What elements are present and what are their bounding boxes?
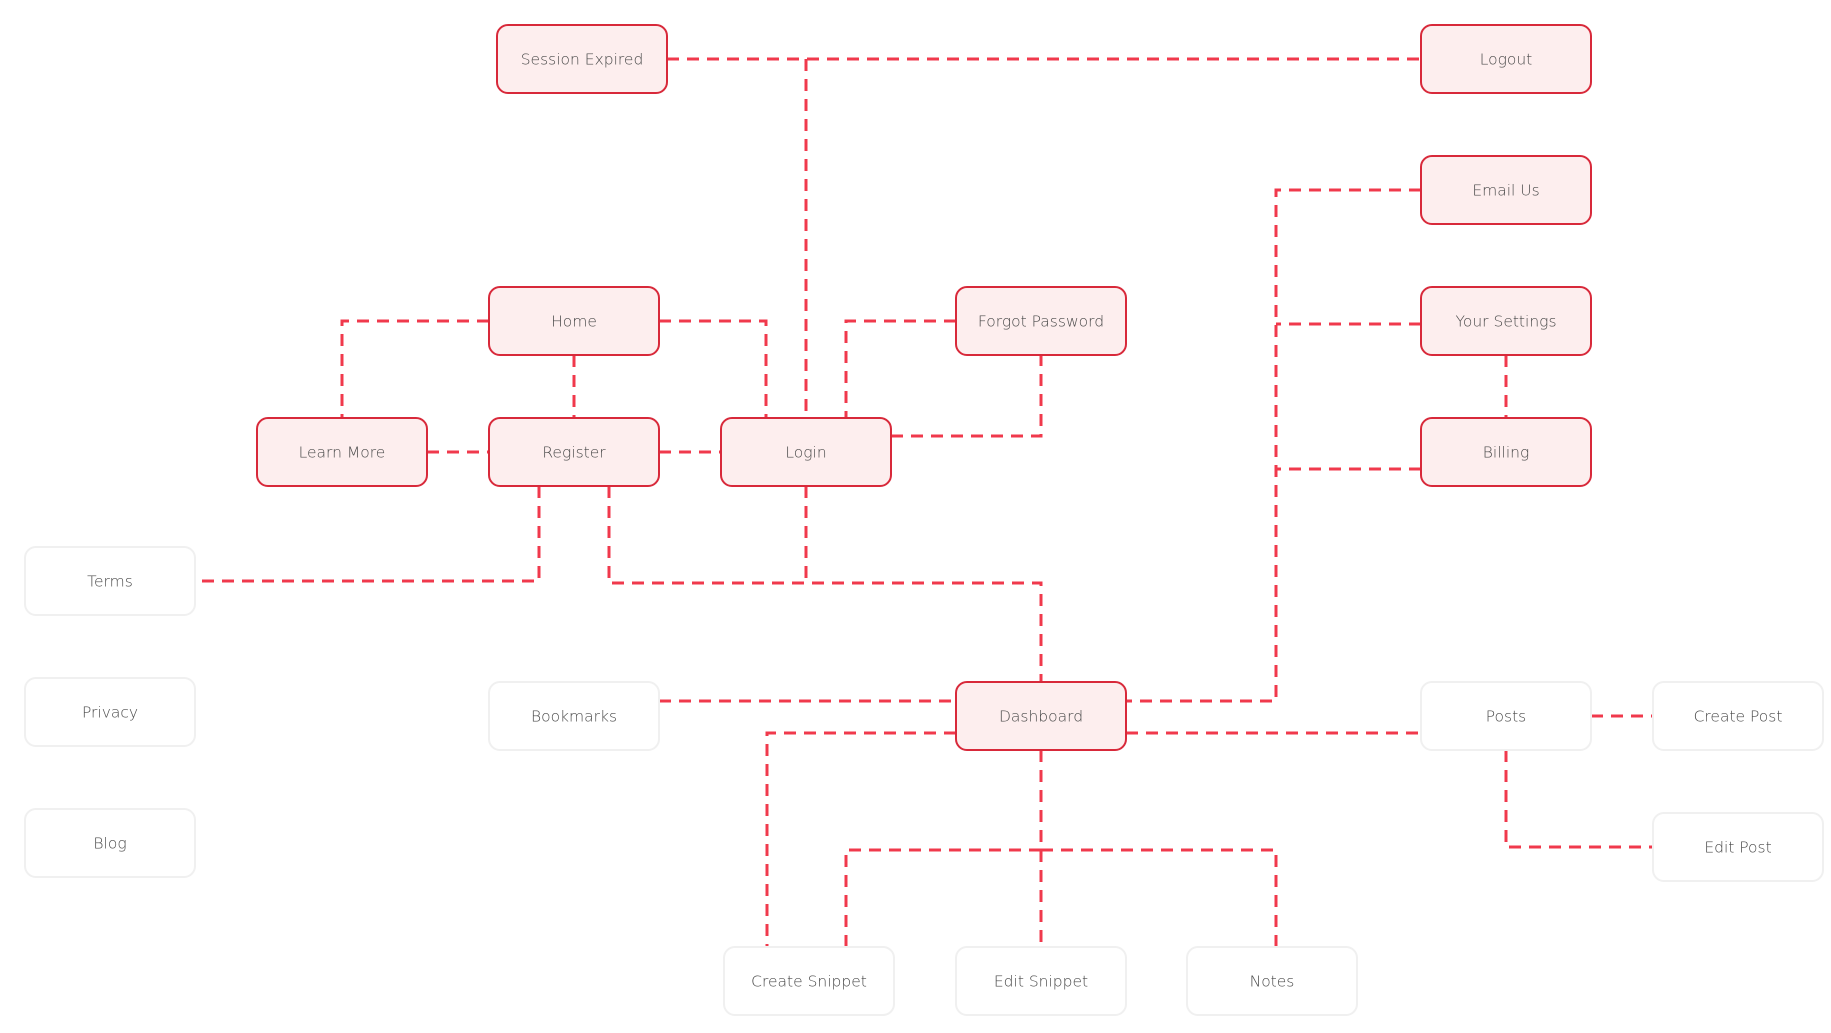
node-box-posts <box>1420 681 1592 751</box>
node-session-expired: Session Expired <box>496 24 668 94</box>
node-label-create-post: Create Post <box>1694 708 1783 726</box>
node-box-create-snippet <box>723 946 895 1016</box>
node-label-blog: Blog <box>93 835 126 853</box>
node-label-posts: Posts <box>1486 708 1527 726</box>
edge-register-to-dashboard <box>607 486 1043 682</box>
node-box-login <box>720 417 892 487</box>
node-home: Home <box>488 286 660 356</box>
node-box-blog <box>24 808 196 878</box>
node-your-settings: Your Settings <box>1420 286 1592 356</box>
node-box-create-post <box>1652 681 1824 751</box>
edge-register-to-terms <box>195 486 541 583</box>
node-register: Register <box>488 417 660 487</box>
node-label-your-settings: Your Settings <box>1455 313 1556 331</box>
node-label-privacy: Privacy <box>82 704 138 722</box>
node-box-privacy <box>24 677 196 747</box>
node-label-home: Home <box>551 313 597 331</box>
node-box-dashboard <box>955 681 1127 751</box>
node-box-forgot-password <box>955 286 1127 356</box>
node-label-bookmarks: Bookmarks <box>531 708 617 726</box>
node-label-edit-post: Edit Post <box>1704 839 1771 857</box>
node-label-billing: Billing <box>1483 444 1530 462</box>
node-bookmarks: Bookmarks <box>488 681 660 751</box>
edges-layer <box>195 57 1653 947</box>
edge-posts-to-edit-post <box>1504 750 1653 849</box>
node-dashboard: Dashboard <box>955 681 1127 751</box>
node-create-post: Create Post <box>1652 681 1824 751</box>
node-email-us: Email Us <box>1420 155 1592 225</box>
node-box-notes <box>1186 946 1358 1016</box>
node-edit-post: Edit Post <box>1652 812 1824 882</box>
node-box-edit-post <box>1652 812 1824 882</box>
node-create-snippet: Create Snippet <box>723 946 895 1016</box>
node-label-forgot-password: Forgot Password <box>978 313 1104 331</box>
node-box-session-expired <box>496 24 668 94</box>
node-label-logout: Logout <box>1480 51 1533 69</box>
node-label-create-snippet: Create Snippet <box>751 973 867 991</box>
node-blog: Blog <box>24 808 196 878</box>
node-label-login: Login <box>785 444 826 462</box>
node-label-notes: Notes <box>1250 973 1295 991</box>
edge-dashboard-to-notes <box>844 848 1278 947</box>
node-box-your-settings <box>1420 286 1592 356</box>
edge-home-to-login <box>659 319 768 418</box>
node-label-dashboard: Dashboard <box>999 708 1083 726</box>
node-label-terms: Terms <box>87 573 133 591</box>
node-label-email-us: Email Us <box>1472 182 1539 200</box>
node-terms: Terms <box>24 546 196 616</box>
node-forgot-password: Forgot Password <box>955 286 1127 356</box>
node-box-learn-more <box>256 417 428 487</box>
node-privacy: Privacy <box>24 677 196 747</box>
node-box-billing <box>1420 417 1592 487</box>
node-box-bookmarks <box>488 681 660 751</box>
edge-forgot-password-to-login <box>844 319 956 418</box>
node-posts: Posts <box>1420 681 1592 751</box>
node-billing: Billing <box>1420 417 1592 487</box>
node-login: Login <box>720 417 892 487</box>
node-label-learn-more: Learn More <box>299 444 386 462</box>
node-label-session-expired: Session Expired <box>521 51 644 69</box>
node-label-edit-snippet: Edit Snippet <box>994 973 1088 991</box>
node-learn-more: Learn More <box>256 417 428 487</box>
edge-login-to-forgot-password <box>891 355 1043 438</box>
node-box-register <box>488 417 660 487</box>
node-edit-snippet: Edit Snippet <box>955 946 1127 1016</box>
edge-email-us-to-dashboard <box>1126 188 1421 703</box>
edge-home-to-learn-more <box>340 319 489 418</box>
node-box-edit-snippet <box>955 946 1127 1016</box>
node-box-home <box>488 286 660 356</box>
node-box-logout <box>1420 24 1592 94</box>
node-notes: Notes <box>1186 946 1358 1016</box>
node-logout: Logout <box>1420 24 1592 94</box>
edge-dashboard-to-create-snippet <box>765 731 956 947</box>
node-box-terms <box>24 546 196 616</box>
node-label-register: Register <box>542 444 606 462</box>
node-box-email-us <box>1420 155 1592 225</box>
